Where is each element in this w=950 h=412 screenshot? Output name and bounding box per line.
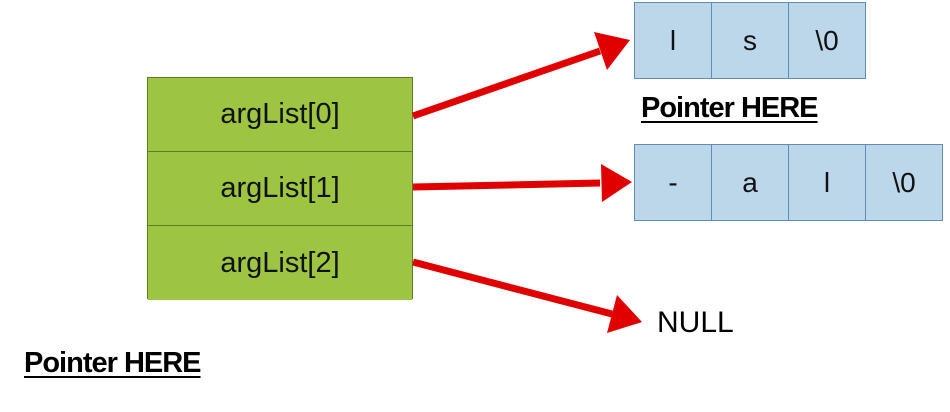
char-cell: l — [634, 2, 712, 79]
string-ls-array: l s \0 — [634, 2, 866, 79]
arglist-cell-0: argList[0] — [148, 78, 412, 152]
char-cell: - — [634, 144, 712, 221]
arglist-cell-2: argList[2] — [148, 226, 412, 300]
arrow-arglist2-to-null — [412, 258, 642, 333]
null-label: NULL — [657, 306, 734, 339]
arrow-arglist1-to-al — [412, 164, 632, 202]
arglist-array: argList[0] argList[1] argList[2] — [147, 77, 413, 300]
string-al-array: - a l \0 — [634, 144, 943, 221]
char-cell: \0 — [865, 144, 943, 221]
char-cell: \0 — [788, 2, 866, 79]
arrow-arglist0-to-ls — [411, 32, 630, 120]
pointer-label-top: Pointer HERE — [641, 92, 819, 124]
char-cell: l — [788, 144, 866, 221]
arglist-cell-1: argList[1] — [148, 152, 412, 226]
pointer-label-bottom: Pointer HERE — [24, 347, 202, 379]
char-cell: s — [711, 2, 789, 79]
